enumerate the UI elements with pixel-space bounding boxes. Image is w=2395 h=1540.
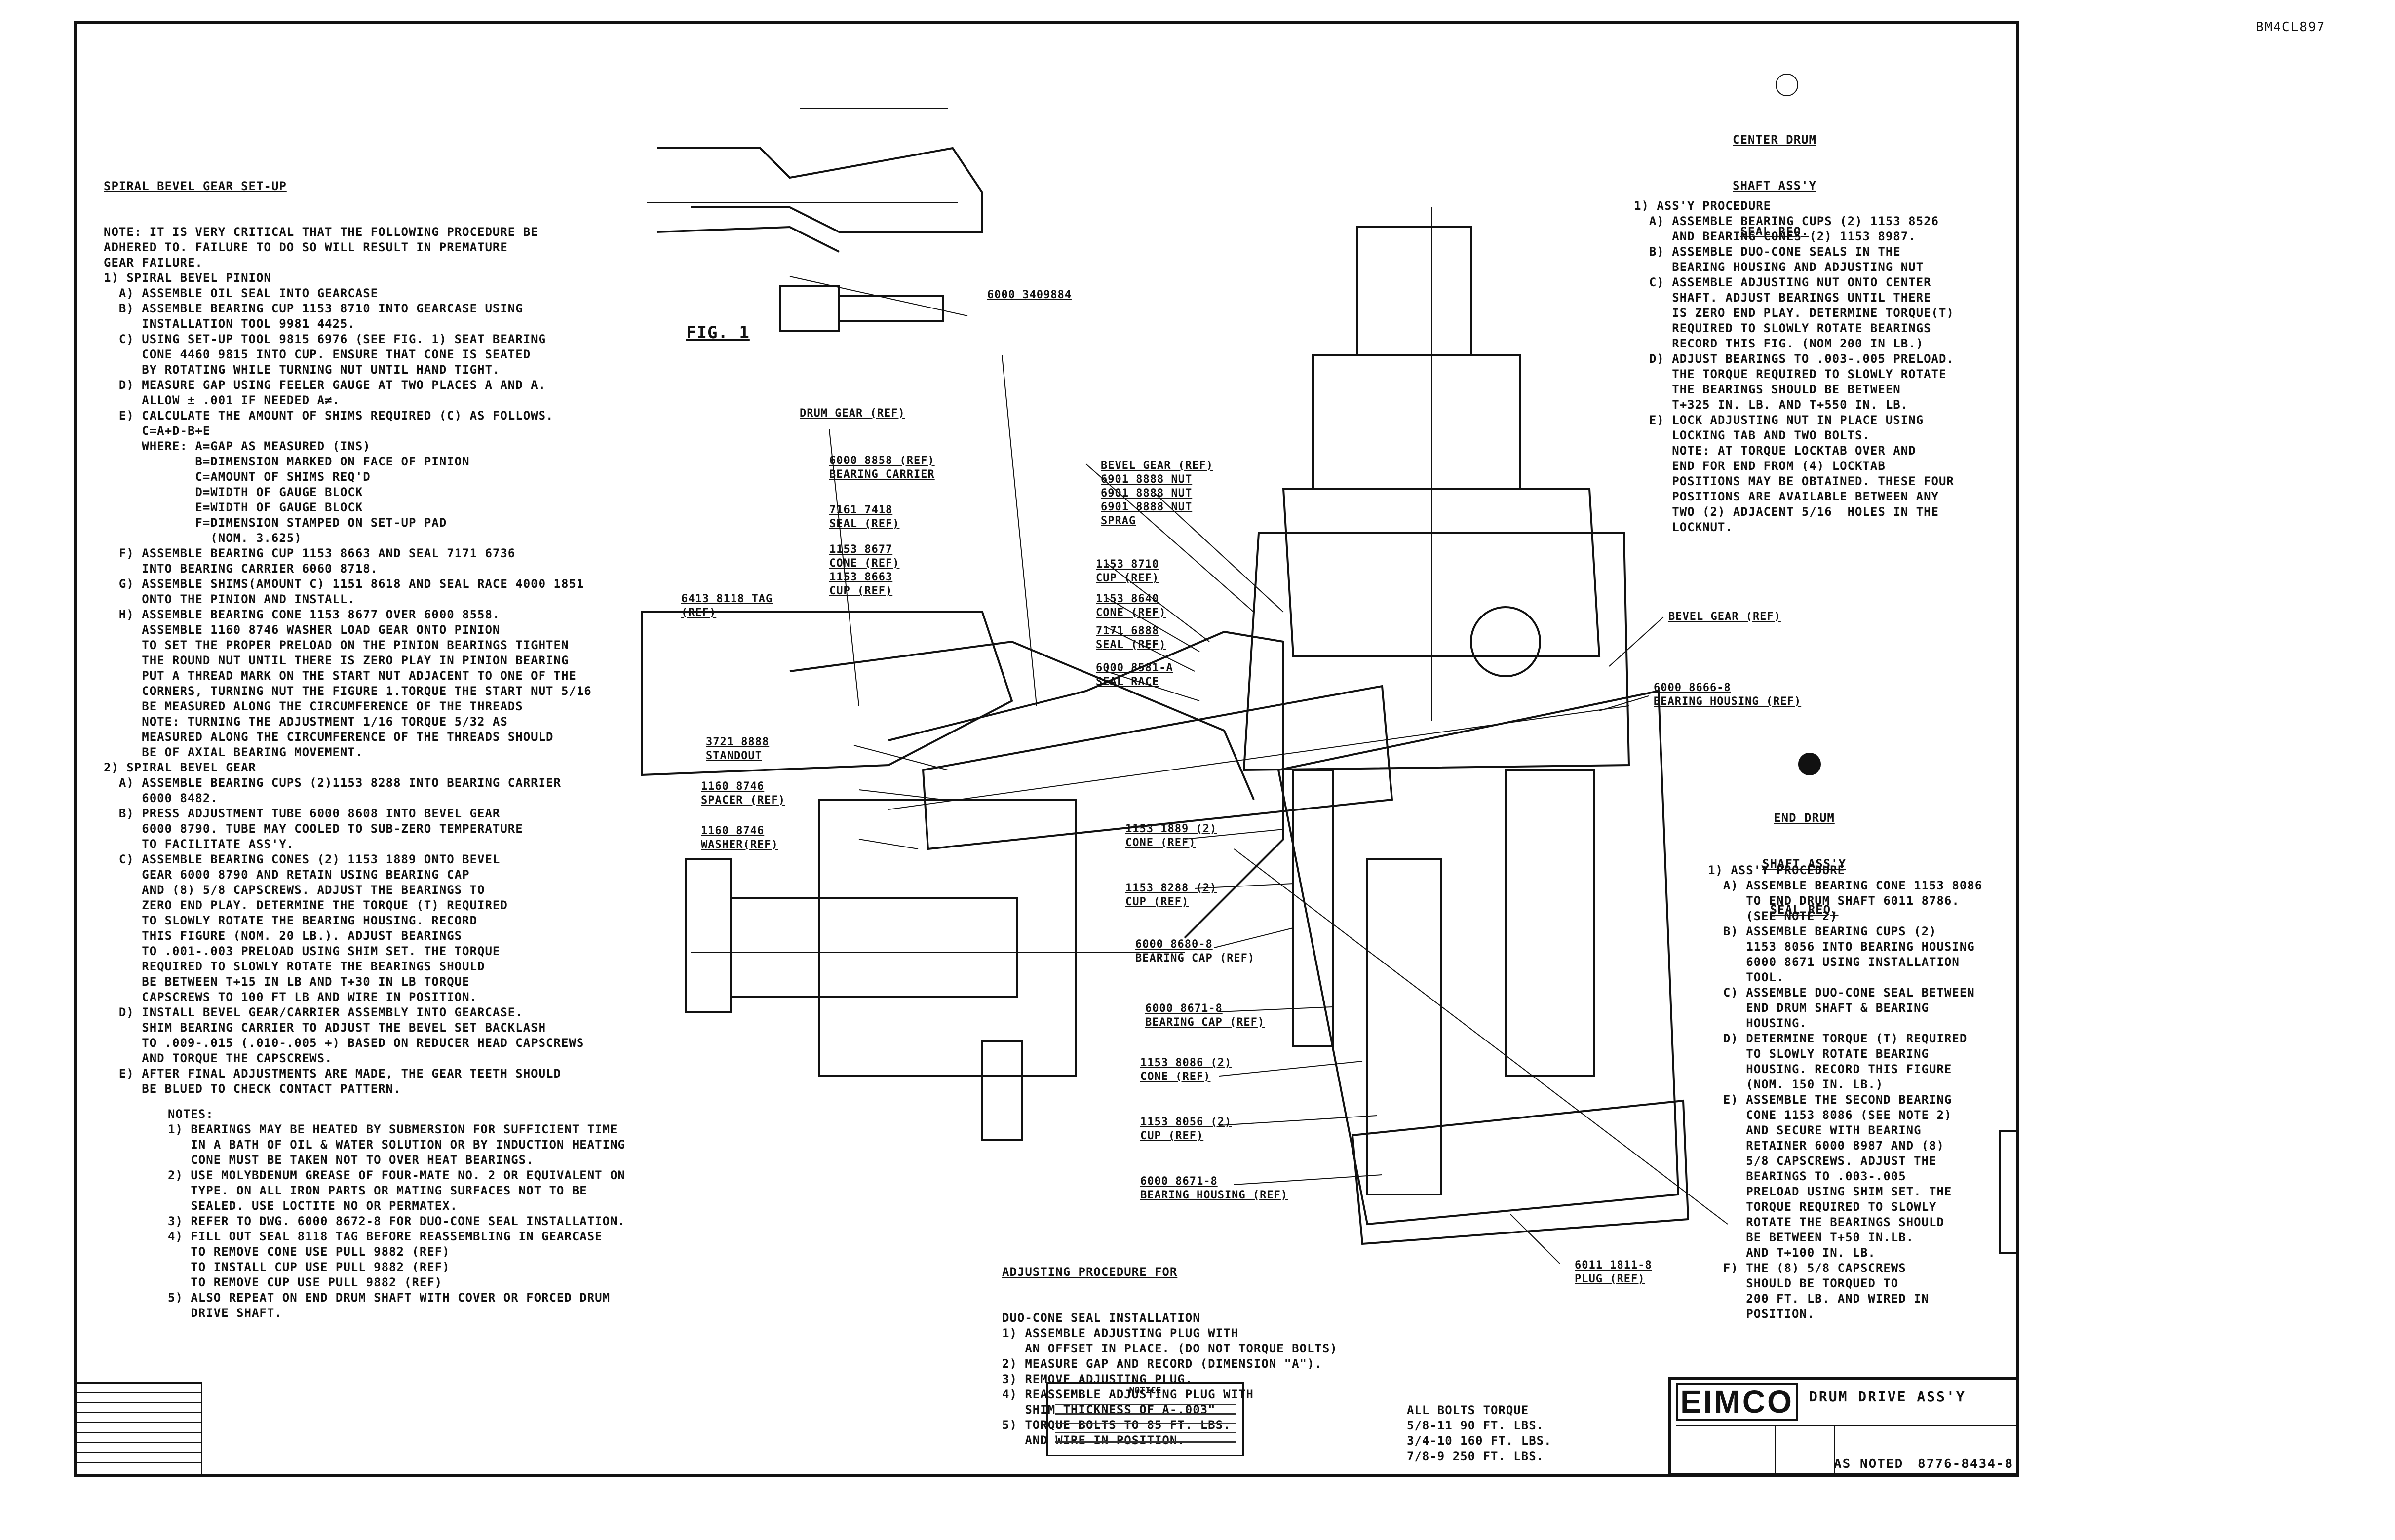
- callout-seal-race: 6000 8581-A SEAL RACE: [1096, 662, 1173, 688]
- callout-washer: 1160 8746 WASHER(REF): [701, 825, 778, 851]
- callout-spacer: 1160 8746 SPACER (REF): [701, 780, 785, 807]
- end-drum-heading: END DRUM SHAFT ASS'Y SEAL REQ.: [1762, 780, 1846, 933]
- callout-plug: 6011 1811-8 PLUG (REF): [1575, 1259, 1652, 1285]
- fig-1-label: FIG. 1: [686, 323, 750, 343]
- callout-bearing-housing-bottom: 6000 8671-8 BEARING HOUSING (REF): [1140, 1175, 1288, 1201]
- callout-bevel-gear-right: BEVEL GEAR (REF): [1668, 611, 1781, 623]
- callout-bearing-cap-8671: 6000 8671-8 BEARING CAP (REF): [1145, 1002, 1265, 1029]
- callout-cone-1153-8640: 1153 8640 CONE (REF): [1096, 593, 1166, 619]
- callout-tag: 6413 8118 TAG (REF): [681, 593, 773, 619]
- callout-bearing-carrier: 6000 8858 (REF) BEARING CARRIER: [829, 455, 935, 481]
- drawing-sheet: [74, 21, 2019, 1477]
- notice-title: NOTICE: [1129, 1386, 1161, 1396]
- general-notes-body: NOTES: 1) BEARINGS MAY BE HEATED BY SUBM…: [168, 1107, 625, 1320]
- drawing-title: DRUM DRIVE ASS'Y: [1809, 1388, 1966, 1405]
- callout-seal-7161: 7161 7418 SEAL (REF): [829, 504, 900, 530]
- setup-title: SPIRAL BEVEL GEAR SET-UP: [104, 179, 287, 193]
- sheet-margin-marker: [1999, 1130, 2019, 1254]
- callout-cone-1153-8086: 1153 8086 (2) CONE (REF): [1140, 1057, 1232, 1083]
- callout-drum-gear: DRUM GEAR (REF): [800, 407, 905, 420]
- adjusting-procedure: ADJUSTING PROCEDURE FOR DUO-CONE SEAL IN…: [1002, 1234, 1338, 1463]
- callout-cup-1153-8056: 1153 8056 (2) CUP (REF): [1140, 1116, 1232, 1142]
- center-drum-notes: 1) ASS'Y PROCEDURE A) ASSEMBLE BEARING C…: [1634, 168, 1954, 550]
- center-drum-heading: CENTER DRUM SHAFT ASS'Y SEAL REQ.: [1733, 102, 1816, 255]
- notice-box: NOTICE: [1046, 1382, 1244, 1456]
- company-logo: EIMCO: [1676, 1383, 1798, 1421]
- callout-cup-1153-8288: 1153 8288 (2) CUP (REF): [1125, 882, 1217, 908]
- drawing-scale: AS NOTED: [1834, 1457, 1904, 1471]
- end-drum-body: 1) ASS'Y PROCEDURE A) ASSEMBLE BEARING C…: [1708, 863, 1983, 1321]
- revision-block: [74, 1382, 202, 1476]
- title-block: EIMCO DRUM DRIVE ASS'Y AS NOTED 8776-843…: [1668, 1377, 2019, 1476]
- callout-standout: 3721 8888 STANDOUT: [706, 736, 770, 762]
- center-drum-subtitle: SHAFT ASS'Y: [1733, 179, 1816, 192]
- drawing-number: 8776-8434-8: [1918, 1457, 2014, 1471]
- end-drum-subtitle: SHAFT ASS'Y: [1762, 857, 1846, 871]
- callout-cone-1153-1889: 1153 1889 (2) CONE (REF): [1125, 823, 1217, 849]
- callout-bearing-cap-8680: 6000 8680-8 BEARING CAP (REF): [1135, 938, 1255, 964]
- callout-bevel-gear-nuts: BEVEL GEAR (REF) 6901 8888 NUT 6901 8888…: [1101, 460, 1213, 527]
- center-drum-title: CENTER DRUM: [1733, 133, 1816, 147]
- center-drum-seal: SEAL REQ.: [1740, 225, 1809, 238]
- callout-cup-1153-8710: 1153 8710 CUP (REF): [1096, 558, 1159, 584]
- adjusting-body: DUO-CONE SEAL INSTALLATION 1) ASSEMBLE A…: [1002, 1311, 1338, 1447]
- torque-body: ALL BOLTS TORQUE 5/8-11 90 FT. LBS. 3/4-…: [1407, 1403, 1552, 1463]
- adjusting-title: ADJUSTING PROCEDURE FOR: [1002, 1265, 1178, 1279]
- drawing-stamp: BM4CL897: [2256, 20, 2326, 35]
- callout-seal-7171: 7171 6888 SEAL (REF): [1096, 625, 1166, 651]
- setup-body: NOTE: IT IS VERY CRITICAL THAT THE FOLLO…: [104, 225, 592, 1096]
- callout-bearing-housing-top: 6000 8666-8 BEARING HOUSING (REF): [1654, 682, 1802, 708]
- end-drum-notes: 1) ASS'Y PROCEDURE A) ASSEMBLE BEARING C…: [1708, 832, 1982, 1337]
- general-notes: NOTES: 1) BEARINGS MAY BE HEATED BY SUBM…: [168, 1076, 625, 1336]
- end-drum-seal: SEAL REQ.: [1770, 903, 1839, 917]
- callout-fig1-part: 6000 3409884: [987, 289, 1072, 301]
- center-drum-body: 1) ASS'Y PROCEDURE A) ASSEMBLE BEARING C…: [1634, 199, 1954, 534]
- end-drum-title: END DRUM: [1774, 811, 1835, 825]
- setup-notes: SPIRAL BEVEL GEAR SET-UP NOTE: IT IS VER…: [104, 148, 592, 1112]
- callout-cone-cup-1153: 1153 8677 CONE (REF) 1153 8663 CUP (REF): [829, 543, 900, 597]
- torque-table: ALL BOLTS TORQUE 5/8-11 90 FT. LBS. 3/4-…: [1407, 1372, 1552, 1479]
